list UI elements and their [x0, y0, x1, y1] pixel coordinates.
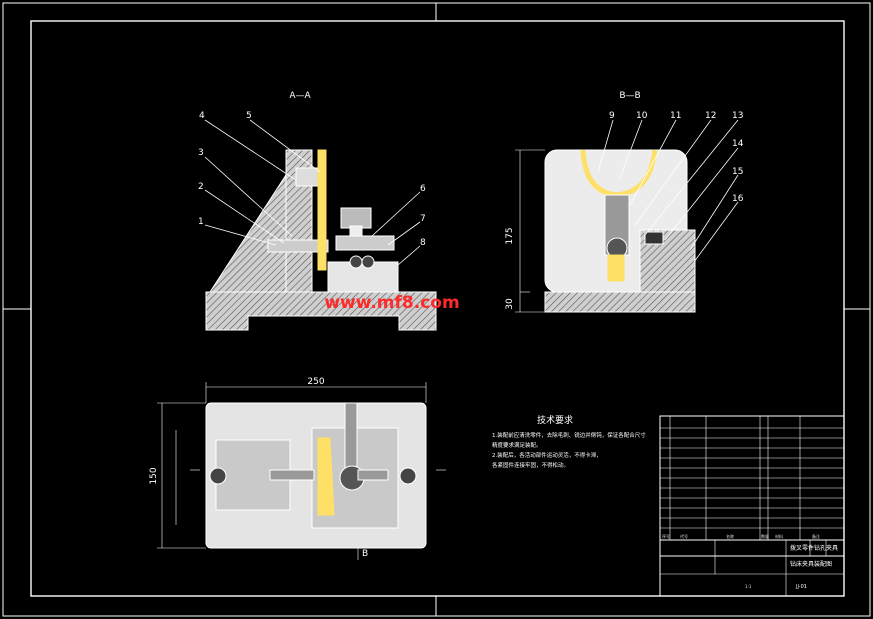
callout-2: 2	[198, 182, 204, 192]
drawing-title: 钻床夹具装配图	[790, 560, 832, 568]
tech-req-line: 精度要求满足装配。	[492, 441, 542, 449]
dimension-lines-bb	[515, 149, 545, 313]
callout-12: 12	[705, 111, 716, 121]
dimension-width: 250	[307, 377, 324, 387]
dimension-base: 30	[505, 298, 515, 310]
drawing-scale: 1:1	[745, 584, 752, 589]
dimension-height: 175	[505, 227, 515, 244]
watermark: www.mf8.com	[324, 293, 459, 313]
callouts-right: 9 10 11 12 13 14 15 16	[609, 111, 744, 204]
tech-req-line: 1.装配前应清洗零件，去除毛刺、锐边并倒钝，保证各配合尺寸	[492, 431, 646, 439]
callout-1: 1	[198, 217, 204, 227]
section-view-bb	[544, 149, 696, 313]
header-name: 名称	[726, 533, 734, 539]
callout-15: 15	[732, 167, 743, 177]
header-note: 备注	[812, 533, 820, 539]
section-label-b-bottom: B	[362, 549, 368, 559]
header-code: 代号	[680, 533, 688, 539]
title-block	[659, 415, 845, 597]
section-view-aa	[205, 149, 437, 331]
header-material: 材料	[775, 533, 783, 539]
plan-view	[205, 402, 427, 549]
title-block-text: 序号 代号 名称 数量 材料 备注 钻床夹具装配图 拨叉零件钻孔夹具 JJ-01…	[662, 533, 838, 590]
header-qty: 数量	[761, 533, 769, 539]
callout-10: 10	[636, 111, 648, 121]
tech-req-line: 2.装配后，各活动部件运动灵活，不得卡滞，	[492, 451, 602, 459]
tech-req-title: 技术要求	[537, 414, 573, 426]
dimension-lines-plan	[157, 382, 446, 560]
callouts-left: 4 5 3 2 1 6 7 8	[198, 111, 426, 248]
callout-13: 13	[732, 111, 743, 121]
callout-14: 14	[732, 139, 744, 149]
drawing-subtitle: 拨叉零件钻孔夹具	[790, 544, 838, 552]
callout-6: 6	[420, 184, 426, 194]
callout-8: 8	[420, 238, 426, 248]
dimension-depth: 150	[149, 467, 159, 484]
header-seq: 序号	[662, 533, 670, 539]
callout-11: 11	[670, 111, 681, 121]
callout-4: 4	[199, 111, 205, 121]
section-label-bb: B—B	[619, 91, 640, 101]
tech-req-line: 各紧固件连接牢固，不得松动。	[492, 461, 569, 469]
leader-lines-left	[204, 119, 421, 266]
callout-7: 7	[420, 214, 426, 224]
callout-9: 9	[609, 111, 615, 121]
drawing-number: JJ-01	[795, 584, 807, 590]
technical-requirements: 技术要求 1.装配前应清洗零件，去除毛刺、锐边并倒钝，保证各配合尺寸 精度要求满…	[492, 414, 646, 469]
callout-3: 3	[198, 148, 204, 158]
leader-lines-right	[597, 119, 739, 263]
callout-16: 16	[732, 194, 744, 204]
callout-5: 5	[246, 111, 252, 121]
section-label-aa: A—A	[289, 91, 311, 101]
